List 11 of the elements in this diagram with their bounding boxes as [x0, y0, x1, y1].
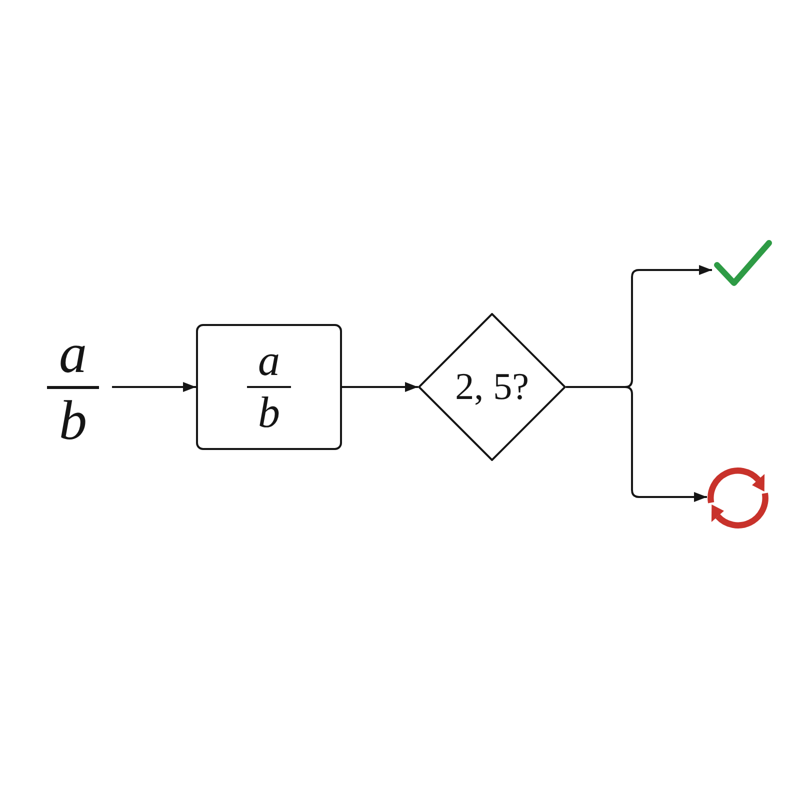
arrow — [342, 382, 418, 392]
process-box — [196, 324, 342, 450]
arrow — [112, 382, 196, 392]
fraction-denominator: b — [258, 391, 280, 435]
circular-arrows-icon — [707, 467, 769, 529]
arrow — [566, 386, 707, 502]
decision-text: 2, 5? — [455, 368, 529, 406]
checkmark-icon — [712, 238, 774, 288]
fraction-denominator: b — [59, 392, 87, 448]
fraction-numerator: a — [59, 326, 87, 382]
fraction-numerator: a — [258, 339, 280, 383]
